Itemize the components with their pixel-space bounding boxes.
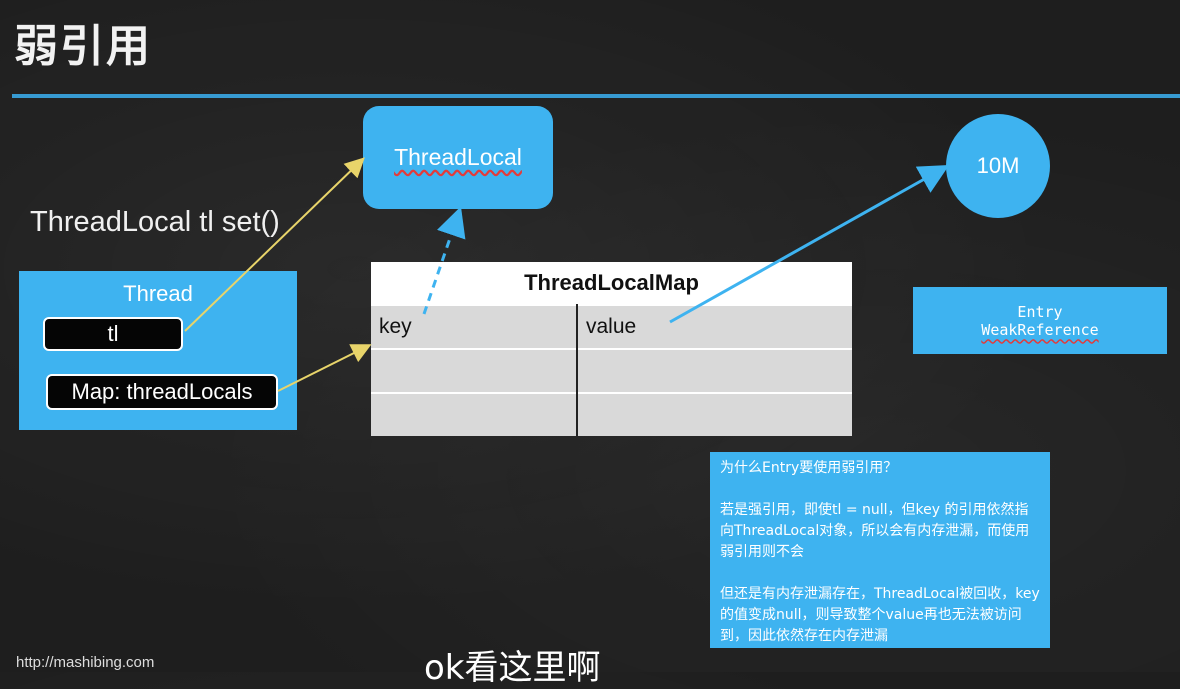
threadlocal-label: ThreadLocal [394,144,522,170]
value-object-circle: 10M [946,114,1050,218]
note-paragraph-leak: 但还是有内存泄漏存在，ThreadLocal被回收，key 的值变成null，则… [720,586,1040,644]
thread-box: Thread tl Map: threadLocals [19,271,297,430]
threadlocals-map-reference: Map: threadLocals [46,374,278,410]
tl-label: tl [107,321,119,346]
value-header: value [577,304,852,349]
entry-weakreference-box: Entry WeakReference [913,287,1167,354]
circle-label: 10M [976,153,1020,178]
weakreference-label: WeakReference [981,320,1099,339]
table-row: key value [371,304,852,349]
set-call-label: ThreadLocal tl set() [30,206,280,238]
table-title: ThreadLocalMap [371,262,852,305]
slide-title: 弱引用 [14,21,152,72]
threadlocal-box: ThreadLocal [363,106,553,209]
threadlocalmap-table: ThreadLocalMap key value [371,262,852,436]
value-to-object-arrow [669,165,950,324]
table-row [371,392,852,436]
note-question: 为什么Entry要使用弱引用？ [720,460,898,476]
table-cell [371,348,578,393]
explanation-note: 为什么Entry要使用弱引用？ 若是强引用，即使tl = null，但key 的… [710,452,1050,648]
key-weak-reference-arrow [422,206,466,315]
table-cell [371,392,578,436]
footer-url: http://mashibing.com [16,654,155,671]
title-divider [12,94,1180,98]
tl-reference: tl [43,317,183,351]
thread-title: Thread [123,281,193,306]
threadlocals-to-map-arrow [277,344,372,392]
table-cell [577,392,852,436]
table-row [371,348,852,393]
entry-label: Entry [1017,302,1063,321]
arrows-layer [184,157,950,392]
table-cell [577,348,852,393]
threadlocals-label: Map: threadLocals [71,379,253,404]
note-paragraph-strong: 若是强引用，即使tl = null，但key 的引用依然指向ThreadLoca… [720,502,1030,560]
tl-to-threadlocal-arrow [184,157,365,332]
key-header: key [371,304,578,349]
